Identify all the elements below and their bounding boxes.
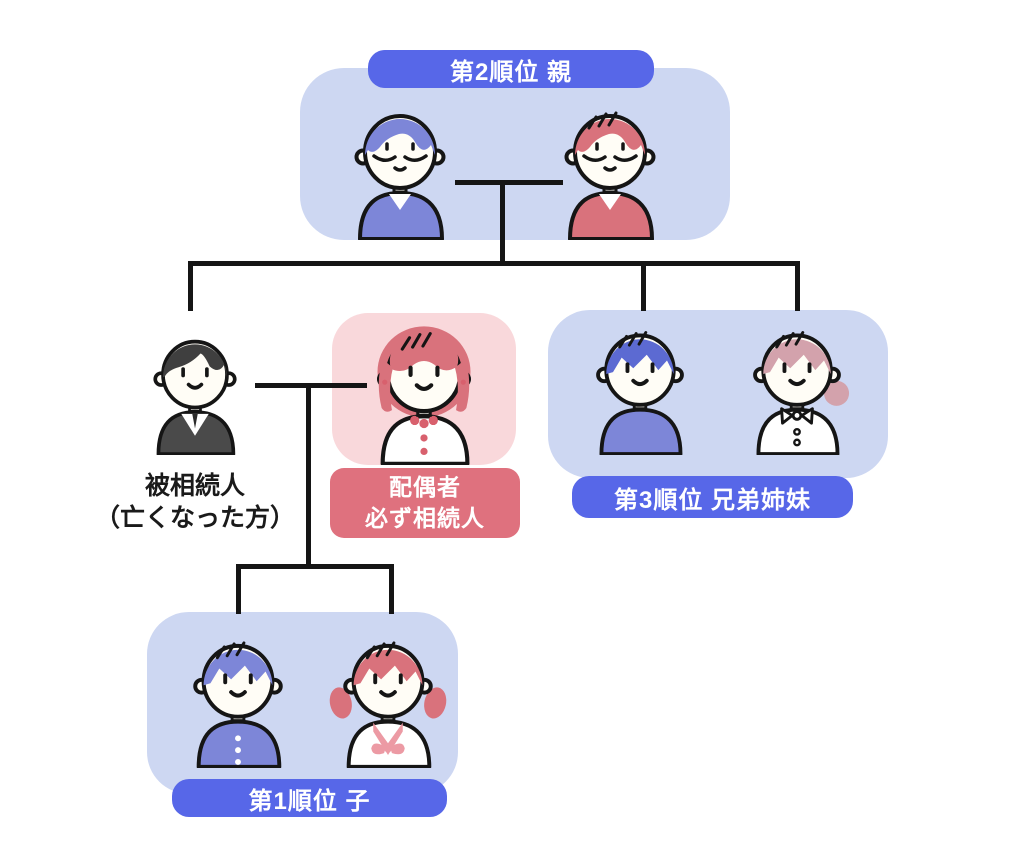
parents-priority-badge: 第2順位 親: [368, 50, 654, 88]
drop-to-brother-line: [641, 261, 646, 311]
avatar-brother: [582, 320, 698, 455]
children-bus-line: [236, 564, 394, 569]
deceased-spouse-marriage-line: [255, 383, 367, 388]
parents-marriage-line: [455, 180, 563, 185]
children-priority-badge: 第1順位 子: [172, 779, 447, 817]
drop-to-boy-line: [236, 564, 241, 614]
drop-to-girl-line: [389, 564, 394, 614]
avatar-child-boy: [179, 630, 297, 768]
avatar-elderly-father: [340, 100, 460, 240]
avatar-child-girl: [329, 630, 447, 768]
avatar-spouse-woman: [362, 320, 486, 465]
deceased-caption-line1: 被相続人: [144, 472, 245, 500]
main-bus-line: [188, 261, 800, 266]
spouse-heir-badge: 配偶者 必ず相続人: [330, 468, 520, 538]
children-riser-line: [306, 383, 311, 568]
drop-to-sister-line: [795, 261, 800, 311]
avatar-deceased-man: [140, 327, 250, 455]
deceased-caption: 被相続人 （亡くなった方）: [65, 470, 325, 534]
avatar-elderly-mother: [550, 100, 670, 240]
spouse-badge-line2: 必ず相続人: [365, 505, 485, 531]
avatar-sister: [739, 320, 855, 455]
parents-riser-line: [500, 180, 505, 266]
drop-to-deceased-line: [188, 261, 193, 311]
spouse-badge-line1: 配偶者: [389, 474, 461, 500]
siblings-priority-badge: 第3順位 兄弟姉妹: [572, 476, 853, 518]
deceased-caption-line2: （亡くなった方）: [94, 504, 295, 532]
